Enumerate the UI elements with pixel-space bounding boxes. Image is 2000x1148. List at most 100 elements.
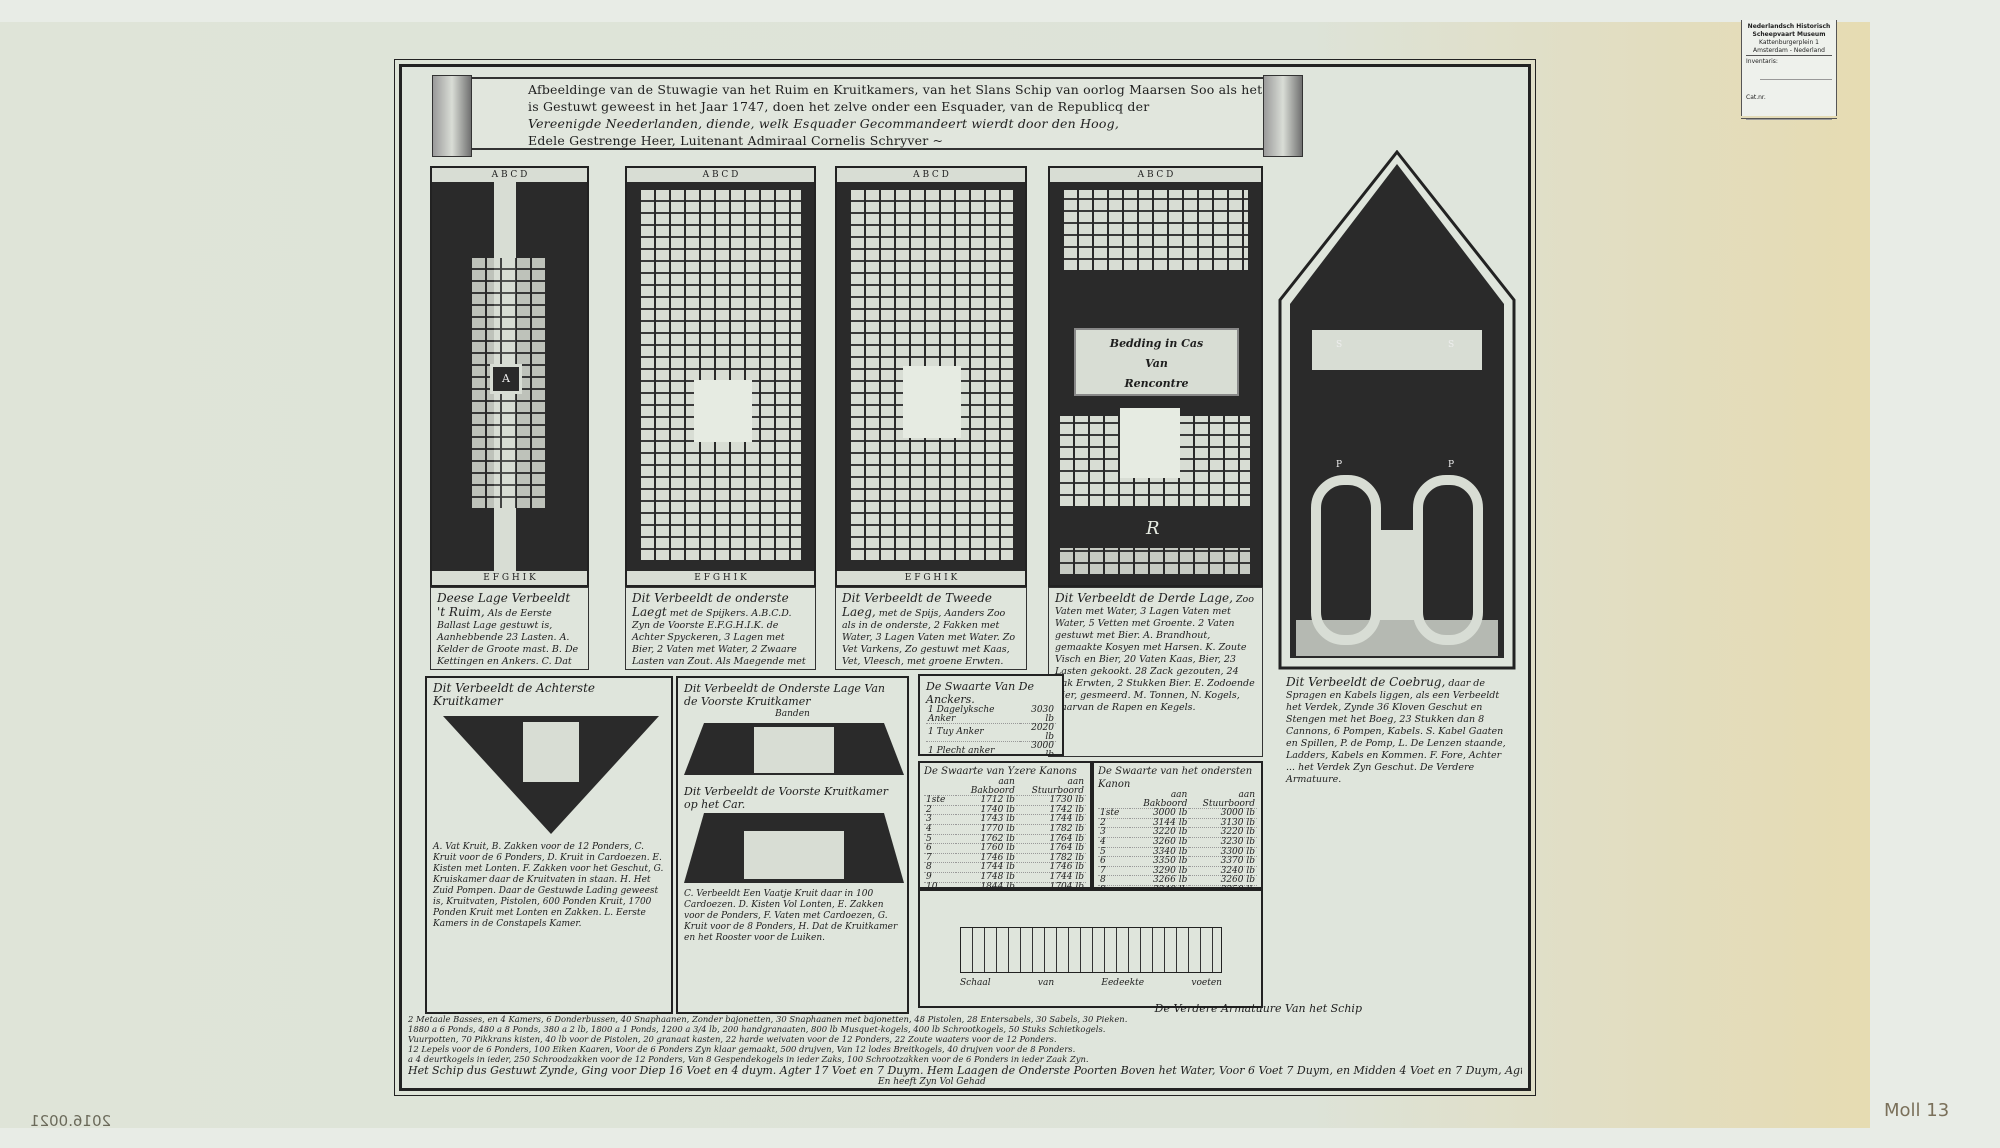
hold-letters-top: A B C D: [837, 168, 1025, 182]
hold-panel-tweede: A B C D E F G H I K: [835, 166, 1027, 587]
table-cell: 3260 lb: [1189, 875, 1257, 886]
table-cell: 1748 lb: [955, 872, 1017, 883]
panel-heading-2: Dit Verbeeldt de Voorste Kruitkamer op h…: [684, 785, 888, 811]
powder-casks-plan: [684, 723, 904, 775]
table-cell: 3000 lb: [1129, 808, 1190, 819]
table-cell: 3230 lb: [1189, 837, 1257, 848]
footer-line: 1880 a 6 Ponds, 480 a 8 Ponds, 380 a 2 l…: [408, 1024, 1106, 1034]
table-cell: 2020 lb: [1019, 724, 1056, 743]
table-row: 93240 lb3250 lb: [1098, 885, 1257, 887]
table-cell: 1742 lb: [1016, 805, 1086, 816]
banden-label: Banden: [775, 709, 810, 719]
table-cell: 1764 lb: [1016, 843, 1086, 854]
table-cell: 3000 lb: [1189, 808, 1257, 819]
inventaris-label: Inventaris:: [1746, 58, 1778, 65]
table-cell: 3130 lb: [1189, 818, 1257, 829]
hold-letters-bottom: E F G H I K: [627, 571, 814, 585]
caption-text: Als de Eerste Ballast Lage gestuwt is, A…: [437, 608, 579, 669]
hold-letters-bottom: E F G H I K: [837, 571, 1025, 585]
table-cell: 1 Dagelyksche Anker: [926, 706, 1020, 725]
caption-heading: Dit Verbeeldt de Tweede Laeg,: [842, 591, 992, 619]
title-line-2: is Gestuwt geweest in het Jaar 1747, doe…: [528, 99, 1150, 114]
column-header: aan Bakboord: [1129, 791, 1190, 810]
cask-stowage-stern: [1060, 548, 1250, 574]
table-cell: 8: [924, 862, 956, 873]
table-cell: 1740 lb: [955, 805, 1017, 816]
column-header: [924, 778, 956, 797]
scale-word: Eedeekte: [1101, 978, 1145, 988]
powder-room-plan: [443, 716, 659, 834]
table-cell: 1762 lb: [955, 834, 1017, 845]
museum-label: Nederlandsch Historisch Scheepvaart Muse…: [1741, 20, 1837, 120]
table-cell: 1764 lb: [1016, 834, 1086, 845]
caption-heading: Dit Verbeeldt de Derde Lage,: [1055, 591, 1233, 605]
title-line-3: Vereenigde Neederlanden, diende, welk Es…: [528, 116, 1120, 131]
bedding-text-2: Van: [1145, 357, 1168, 370]
footer-line: Vuurpotten, 70 Pikkrans kisten, 40 lb vo…: [408, 1034, 1057, 1044]
footer-line: a 4 deurtkogels in ieder, 250 Schroodzak…: [408, 1054, 1089, 1064]
deck-letter: P: [1448, 460, 1455, 470]
achterste-kruitkamer-panel: Dit Verbeeldt de Achterste Kruitkamer A.…: [425, 676, 673, 1014]
table-cell: 2: [924, 805, 956, 816]
scan-bottom-margin: [0, 1128, 2000, 1148]
table-cell: 3240 lb: [1189, 866, 1257, 877]
hold-panel-derde: A B C D Bedding in Cas Van Rencontre R: [1048, 166, 1263, 587]
cask-stowage-fore: [1064, 190, 1248, 270]
table-cell: 5: [924, 834, 956, 845]
draught-statement: Het Schip dus Gestuwt Zynde, Ging voor D…: [408, 1064, 1522, 1077]
table-cell: 3220 lb: [1189, 827, 1257, 838]
bedding-text-3: Rencontre: [1124, 377, 1189, 390]
table-cell: 1744 lb: [1016, 872, 1086, 883]
table-cell: 3250 lb: [1189, 885, 1257, 887]
table-cell: 3300 lb: [1189, 847, 1257, 858]
letter-mark: R: [1146, 518, 1160, 539]
table-cell: 1712 lb: [955, 795, 1017, 806]
voorste-kruitkamer-panel: Dit Verbeeldt de Onderste Lage Van de Vo…: [676, 676, 909, 1014]
footer-heading: De Verdere Armatuure Van het Schip: [1154, 1004, 1362, 1015]
hold-caption-ruim: Deese Lage Verbeeldt 't Ruim, Als de Eer…: [430, 587, 589, 670]
scroll-right-ornament: [1263, 75, 1303, 157]
hold-caption-tweede: Dit Verbeeldt de Tweede Laeg, met de Spi…: [835, 587, 1027, 670]
table-cell: 3: [924, 814, 956, 825]
caption-text: met de Spijs, Aanders Zoo als in de onde…: [842, 608, 1019, 669]
hold-caption-derde: Dit Verbeeldt de Derde Lage, Zoo Vaten m…: [1048, 587, 1263, 757]
table-cell: 1744 lb: [955, 862, 1017, 873]
mast-step-marker: A: [490, 364, 522, 394]
table-cell: 10: [924, 882, 956, 887]
scale-word: voeten: [1191, 978, 1222, 988]
column-header: [1098, 791, 1130, 810]
hold-letters-top: A B C D: [627, 168, 814, 182]
table-cell: 4: [924, 824, 956, 835]
table-cell: 3144 lb: [1129, 818, 1190, 829]
table-cell: 9: [1098, 885, 1130, 887]
caption-heading: Dit Verbeeldt de onderste Laegt: [632, 591, 789, 619]
cask-stowage: [641, 190, 801, 560]
table-cell: 1ste: [1098, 808, 1130, 819]
catnr-label: Cat.nr.: [1746, 94, 1766, 101]
column-header: aan Stuurboord: [1189, 791, 1257, 810]
footer-line: 12 Lepels voor de 6 Ponders, 100 Eiken K…: [408, 1044, 1076, 1054]
ship-hull-outline: [1278, 150, 1516, 670]
footer-line: 2 Metaale Basses, en 4 Kamers, 6 Donderb…: [408, 1014, 1128, 1024]
table-cell: 1770 lb: [955, 824, 1017, 835]
table-heading: De Swaarte van het ondersten Kanon: [1098, 766, 1253, 790]
anchors-heading: De Swaarte Van De Anckers.: [926, 680, 1034, 706]
scale-bar: [960, 927, 1222, 973]
panel-caption: A. Vat Kruit, B. Zakken voor de 12 Ponde…: [433, 842, 664, 929]
